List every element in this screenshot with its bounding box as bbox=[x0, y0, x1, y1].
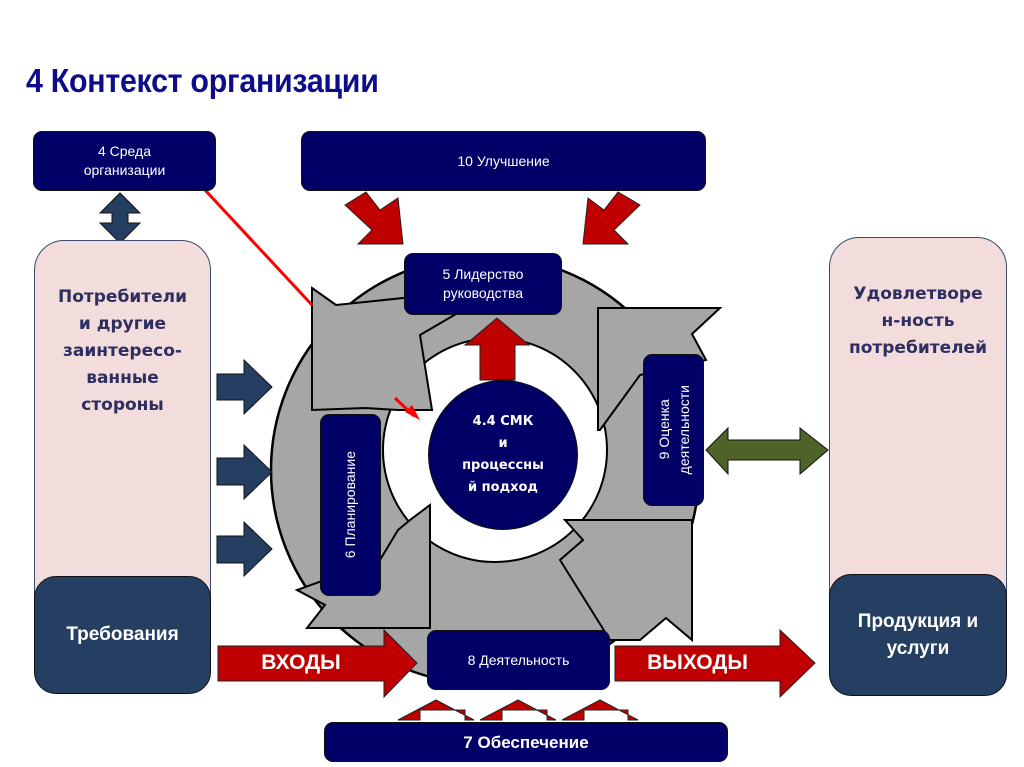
inputs-label: ВХОДЫ bbox=[261, 651, 341, 674]
operation-box: 8 Деятельность bbox=[427, 630, 610, 690]
improvement-arrow-left bbox=[344, 191, 404, 245]
input-arrow-2 bbox=[216, 443, 273, 501]
leadership-up-arrow bbox=[463, 317, 531, 381]
support-arrow-2 bbox=[479, 699, 557, 721]
outputs-arrow bbox=[614, 628, 816, 699]
stakeholders-label: Потребители и другие заинтересо- ванные … bbox=[58, 287, 187, 415]
environment-link-line bbox=[203, 188, 314, 307]
support-arrow-1 bbox=[397, 699, 475, 721]
inputs-arrow bbox=[217, 628, 418, 699]
satisfaction-label: Удовлетворе н-ность потребителей bbox=[848, 284, 988, 358]
input-arrow-3 bbox=[216, 520, 273, 578]
products-box: Продукция и услуги bbox=[829, 574, 1007, 696]
evaluation-box: 9 Оценка деятельности bbox=[643, 354, 704, 506]
improvement-arrow-right bbox=[582, 191, 641, 245]
environment-link-tail bbox=[393, 396, 416, 418]
requirements-box: Требования bbox=[34, 576, 211, 694]
support-arrow-3 bbox=[561, 699, 639, 721]
planning-label: 6 Планирование bbox=[342, 451, 358, 559]
environment-link-arrowhead bbox=[405, 405, 420, 420]
environment-box: 4 Среда организации bbox=[33, 131, 216, 191]
improvement-box: 10 Улучшение bbox=[301, 131, 706, 191]
leadership-box: 5 Лидерство руководства bbox=[404, 253, 562, 315]
support-box: 7 Обеспечение bbox=[324, 722, 728, 762]
outputs-label: ВЫХОДЫ bbox=[647, 651, 748, 674]
evaluation-double-arrow bbox=[705, 426, 829, 476]
evaluation-label: 9 Оценка деятельности bbox=[655, 385, 692, 475]
input-arrow-1 bbox=[216, 358, 273, 416]
page-title: 4 Контекст организации bbox=[26, 62, 379, 99]
cycle-arrow-bottom-right bbox=[558, 519, 693, 643]
planning-box: 6 Планирование bbox=[320, 414, 381, 596]
qms-circle: 4.4 СМК и процессны й подход bbox=[428, 380, 578, 530]
environment-double-arrow bbox=[98, 192, 142, 244]
